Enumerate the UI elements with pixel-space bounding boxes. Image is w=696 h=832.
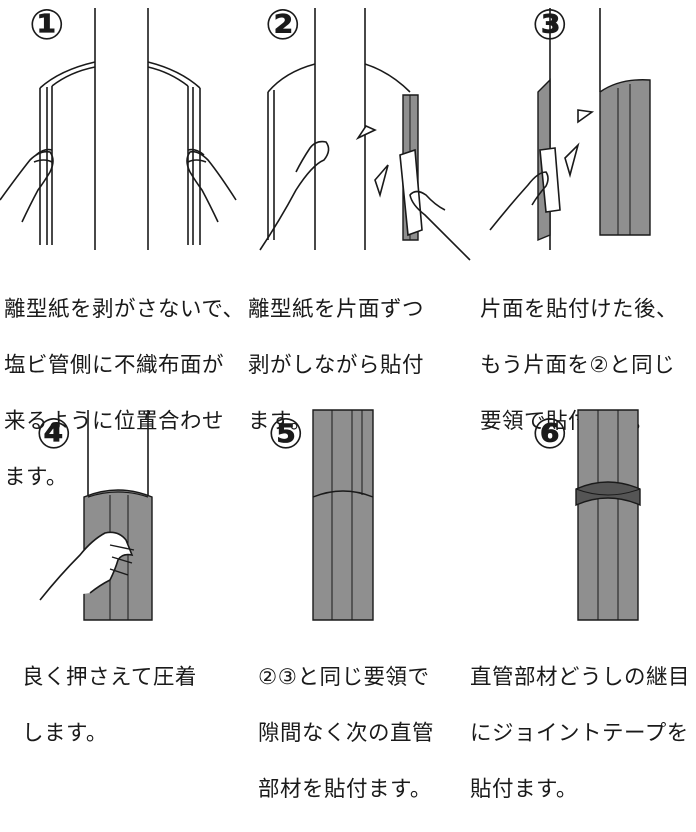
step-5-caption: ②③と同じ要領で 隙間なく次の直管 部材を貼付ます。 xyxy=(258,636,434,832)
step-4-illustration: ④ xyxy=(0,405,240,625)
step-1-caption-line: 来るように位置合わせ xyxy=(4,409,225,434)
step-4-caption-line: 良く押さえて圧着 xyxy=(22,665,197,690)
step-6-caption-line: 貼付ます。 xyxy=(470,777,578,802)
step-3-drawing xyxy=(489,8,651,250)
step-6-number: ⑥ xyxy=(532,409,568,458)
step-5-illustration: ⑤ xyxy=(240,405,470,625)
step-6-drawing xyxy=(575,409,641,621)
step-2-illustration: ② xyxy=(240,0,471,262)
step-1-illustration: ① xyxy=(0,0,240,262)
step-1-caption-line: 離型紙を剥がさないで、 xyxy=(4,297,245,322)
step-2-caption-line: ます。 xyxy=(248,409,312,434)
step-2-drawing xyxy=(259,8,471,261)
step-6-caption: 直管部材どうしの継目 にジョイントテープを 貼付ます。 xyxy=(470,636,690,832)
step-1-number: ① xyxy=(29,0,65,49)
step-2-number: ② xyxy=(265,0,301,49)
step-5-caption-line: 隙間なく次の直管 xyxy=(258,721,435,746)
step-1-caption-line: ます。 xyxy=(4,465,68,490)
step-1-caption-line: 塩ビ管側に不織布面が xyxy=(4,353,225,378)
step-4-caption: 良く押さえて圧着 します。 xyxy=(22,636,197,776)
step-5-drawing xyxy=(312,409,374,621)
step-6-illustration: ⑥ xyxy=(470,405,696,625)
step-3-illustration: ③ xyxy=(470,0,696,262)
step-5-number: ⑤ xyxy=(268,409,304,458)
step-6-caption-line: にジョイントテープを xyxy=(470,721,689,746)
step-1-caption: 離型紙を剥がさないで、 塩ビ管側に不織布面が 来るように位置合わせ ます。 xyxy=(4,268,245,520)
step-2-caption: 離型紙を片面ずつ 剥がしながら貼付 ます。 xyxy=(248,268,424,464)
step-3-caption: 片面を貼付けた後、 もう片面を②と同じ 要領で貼付ます。 xyxy=(480,268,678,464)
step-3-caption-line: 片面を貼付けた後、 xyxy=(480,297,679,322)
step-2-caption-line: 離型紙を片面ずつ xyxy=(248,297,425,322)
step-5-caption-line: 部材を貼付ます。 xyxy=(258,777,432,802)
step-4-drawing xyxy=(39,410,153,621)
step-6-caption-line: 直管部材どうしの継目 xyxy=(470,665,691,690)
step-4-number: ④ xyxy=(36,409,72,458)
step-3-caption-line: もう片面を②と同じ xyxy=(480,353,676,378)
step-1-drawing xyxy=(0,8,237,250)
step-3-number: ③ xyxy=(532,0,568,49)
step-5-caption-line: ②③と同じ要領で xyxy=(258,665,430,690)
step-2-caption-line: 剥がしながら貼付 xyxy=(248,353,425,378)
step-4-caption-line: します。 xyxy=(22,721,108,746)
